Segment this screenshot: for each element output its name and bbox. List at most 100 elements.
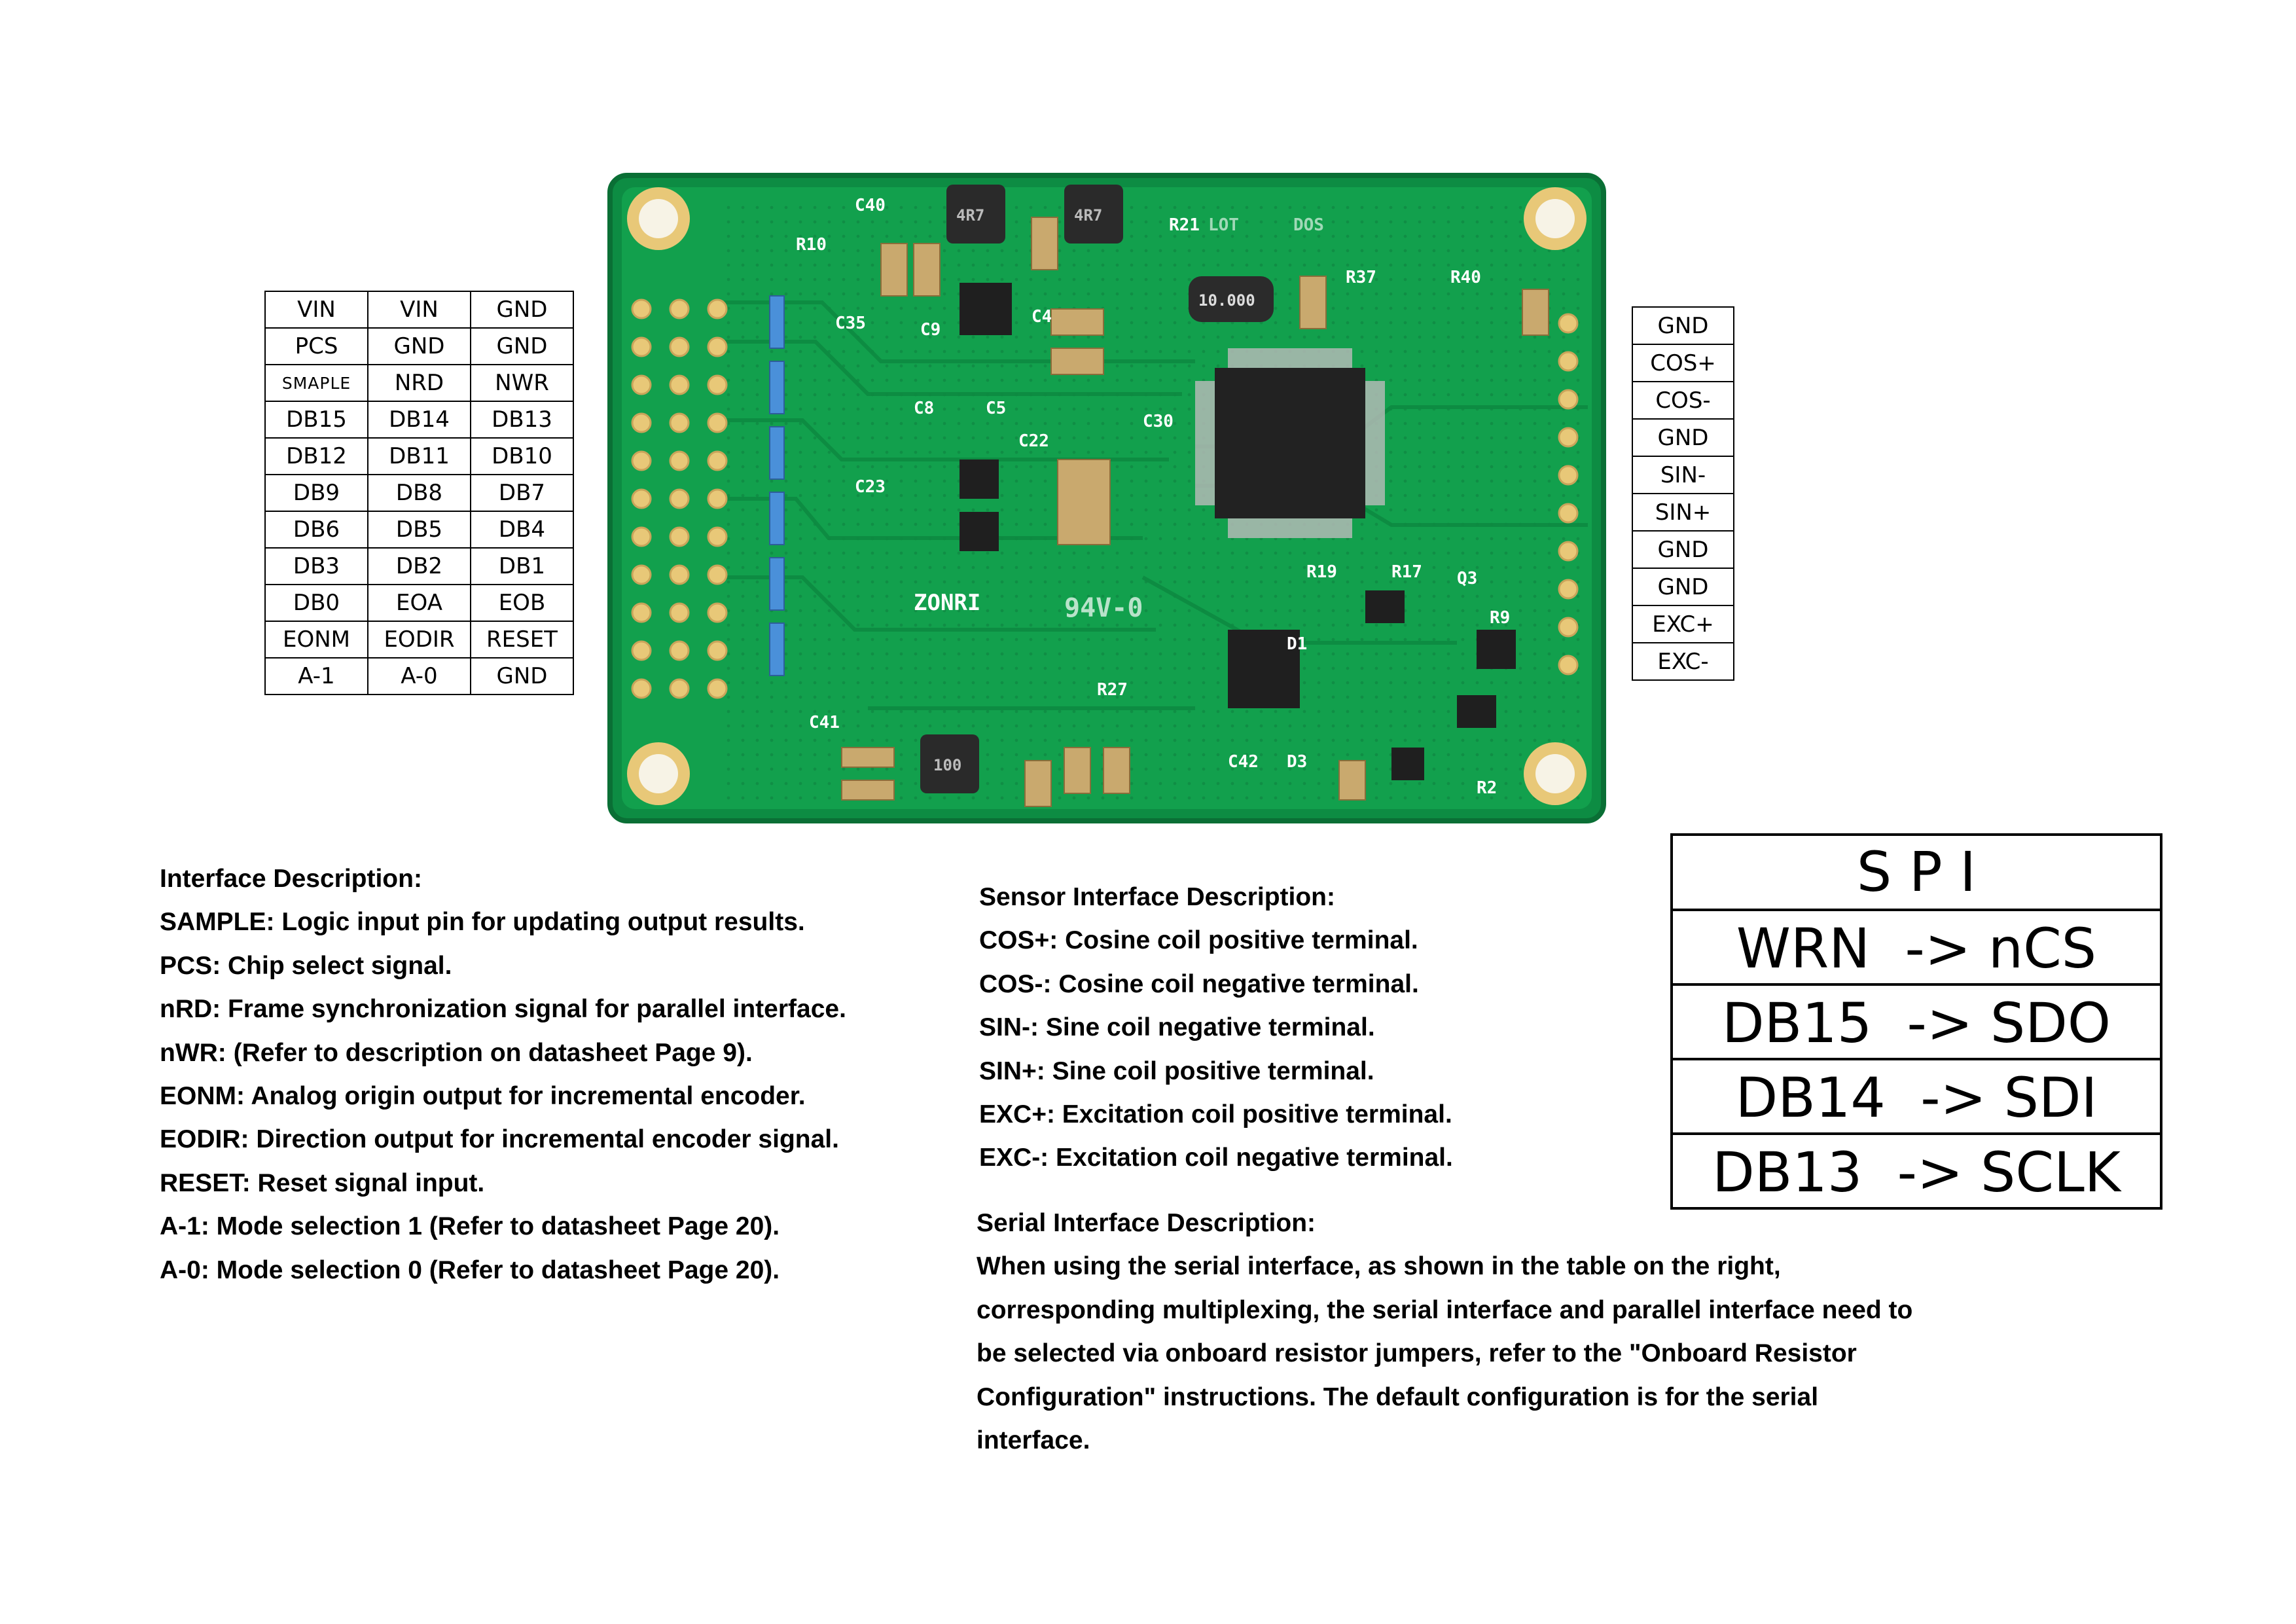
- left-header-pads: [631, 298, 728, 699]
- spi-row: DB15 -> SDO: [1673, 983, 2160, 1058]
- right-pin-table: GND COS+ COS- GND SIN- SIN+ GND GND EXC+…: [1632, 306, 1734, 681]
- table-row: SIN+: [1632, 493, 1734, 532]
- pin-cell: DB15: [264, 401, 368, 439]
- description-line: be selected via onboard resistor jumpers…: [977, 1339, 1857, 1368]
- crystal: [1189, 276, 1274, 322]
- silk-label: C22: [1018, 431, 1049, 451]
- silk-label: C4: [1031, 307, 1052, 327]
- pin-cell: DB8: [367, 474, 471, 512]
- silk-label: R19: [1306, 562, 1337, 582]
- pin-cell: COS-: [1632, 381, 1734, 420]
- silk-label: R37: [1346, 268, 1376, 287]
- pin-cell: DB9: [264, 474, 368, 512]
- table-row: EXC+: [1632, 605, 1734, 643]
- section-title: Sensor Interface Description:: [979, 883, 1335, 911]
- silk-label: R2: [1477, 778, 1497, 798]
- pin-cell: DB6: [264, 511, 368, 549]
- table-row: GND: [1632, 306, 1734, 345]
- inductors: [920, 185, 1123, 793]
- silk-label: R21: [1169, 215, 1200, 235]
- silk-label: C9: [920, 320, 941, 340]
- table-row: GND: [1632, 530, 1734, 569]
- description-line: COS+: Cosine coil positive terminal.: [979, 926, 1418, 955]
- resistor-arrays: [769, 295, 785, 676]
- spi-row: WRN -> nCS: [1673, 909, 2160, 983]
- mounting-holes: [627, 187, 1587, 805]
- description-line: EODIR: Direction output for incremental …: [160, 1125, 839, 1154]
- pin-cell: DB11: [367, 437, 471, 475]
- pin-cell: EOA: [367, 584, 471, 622]
- pin-cell: EODIR: [367, 621, 471, 659]
- silk-label: LOT: [1208, 215, 1239, 235]
- table-row: GND: [1632, 568, 1734, 606]
- spi-mapping-table: S P I WRN -> nCS DB15 -> SDO DB14 -> SDI…: [1670, 833, 2162, 1210]
- description-line: corresponding multiplexing, the serial i…: [977, 1295, 1913, 1324]
- pin-cell: GND: [1632, 306, 1734, 345]
- section-title: Serial Interface Description:: [977, 1209, 1316, 1237]
- sensor-interface-description: Sensor Interface Description: COS+: Cosi…: [979, 876, 1453, 1180]
- pcb-board-photo: C40 R10 C35 C9 C4 C8 C5 R21 LOT DOS R37 …: [607, 173, 1606, 823]
- right-header-pads: [1558, 313, 1579, 676]
- silk-label: R27: [1097, 680, 1128, 700]
- pin-cell: NWR: [470, 364, 574, 402]
- pin-cell: NRD: [367, 364, 471, 402]
- silk-label: R10: [796, 235, 827, 255]
- description-line: SAMPLE: Logic input pin for updating out…: [160, 908, 805, 937]
- pin-cell: GND: [470, 291, 574, 329]
- silk-label: 100: [933, 756, 961, 774]
- description-line: EXC-: Excitation coil negative terminal.: [979, 1144, 1453, 1172]
- small-ics: [960, 283, 1516, 780]
- description-line: When using the serial interface, as show…: [977, 1252, 1781, 1281]
- table-row: COS-: [1632, 381, 1734, 420]
- silk-label: D1: [1287, 634, 1307, 654]
- main-ic-chip: [1195, 348, 1385, 538]
- pin-cell: DB12: [264, 437, 368, 475]
- pin-cell: SMAPLE: [264, 364, 368, 402]
- silk-label: R17: [1391, 562, 1422, 582]
- spi-row: DB13 -> SCLK: [1673, 1132, 2160, 1207]
- description-line: EONM: Analog origin output for increment…: [160, 1082, 806, 1111]
- description-line: nWR: (Refer to description on datasheet …: [160, 1038, 753, 1067]
- silk-label: 4R7: [1074, 206, 1102, 225]
- table-row: SIN-: [1632, 456, 1734, 494]
- silk-label: 10.000: [1198, 291, 1255, 310]
- pin-cell: DB0: [264, 584, 368, 622]
- pin-cell: VIN: [264, 291, 368, 329]
- pin-cell: DB2: [367, 547, 471, 585]
- silk-label: D3: [1287, 752, 1307, 772]
- spi-row: DB14 -> SDI: [1673, 1058, 2160, 1132]
- description-line: EXC+: Excitation coil positive terminal.: [979, 1100, 1452, 1129]
- pin-cell: SIN+: [1632, 493, 1734, 532]
- pin-cell: GND: [1632, 530, 1734, 569]
- pin-cell: VIN: [367, 291, 471, 329]
- pin-cell: A-1: [264, 657, 368, 695]
- silk-label: DOS: [1293, 215, 1324, 235]
- pin-cell: DB13: [470, 401, 574, 439]
- table-row: COS+: [1632, 344, 1734, 382]
- description-line: A-0: Mode selection 0 (Refer to datashee…: [160, 1255, 780, 1284]
- pin-cell: DB3: [264, 547, 368, 585]
- interface-description: Interface Description: SAMPLE: Logic inp…: [160, 857, 846, 1292]
- description-line: SIN+: Sine coil positive terminal.: [979, 1056, 1374, 1085]
- silk-label: C8: [914, 399, 934, 418]
- pin-cell: DB5: [367, 511, 471, 549]
- silk-label: C23: [855, 477, 886, 497]
- silk-label: R40: [1450, 268, 1481, 287]
- silk-label: Q3: [1457, 569, 1477, 588]
- silkscreen: C40 R10 C35 C9 C4 C8 C5 R21 LOT DOS R37 …: [796, 196, 1510, 798]
- pin-cell: PCS: [264, 327, 368, 365]
- silk-label: R9: [1490, 608, 1510, 628]
- pin-cell: EOB: [470, 584, 574, 622]
- description-line: Configuration" instructions. The default…: [977, 1382, 1819, 1411]
- pin-cell: SIN-: [1632, 456, 1734, 494]
- spi-header: S P I: [1856, 840, 1977, 904]
- silk-label: C41: [809, 713, 840, 732]
